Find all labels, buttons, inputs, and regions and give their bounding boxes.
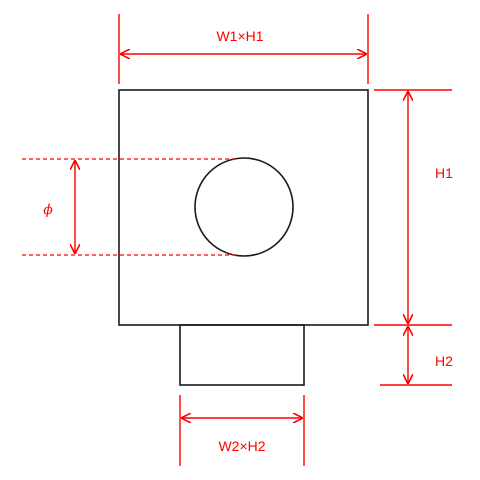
main-body-outline [118, 89, 369, 326]
diameter-label: ϕ [43, 202, 53, 218]
bottom-width-dimension: W2×H2 [179, 395, 305, 466]
diameter-dimension: ϕ [22, 158, 238, 256]
top-width-dimension: W1×H1 [118, 14, 369, 84]
bottom-width-label: W2×H2 [218, 438, 265, 454]
h1-label: H1 [435, 165, 453, 181]
bottom-protrusion-outline [179, 324, 305, 386]
hole-circle [194, 157, 294, 257]
right-height-dimensions: H1 H2 [374, 89, 453, 386]
h2-label: H2 [435, 353, 453, 369]
top-width-label: W1×H1 [216, 28, 263, 44]
